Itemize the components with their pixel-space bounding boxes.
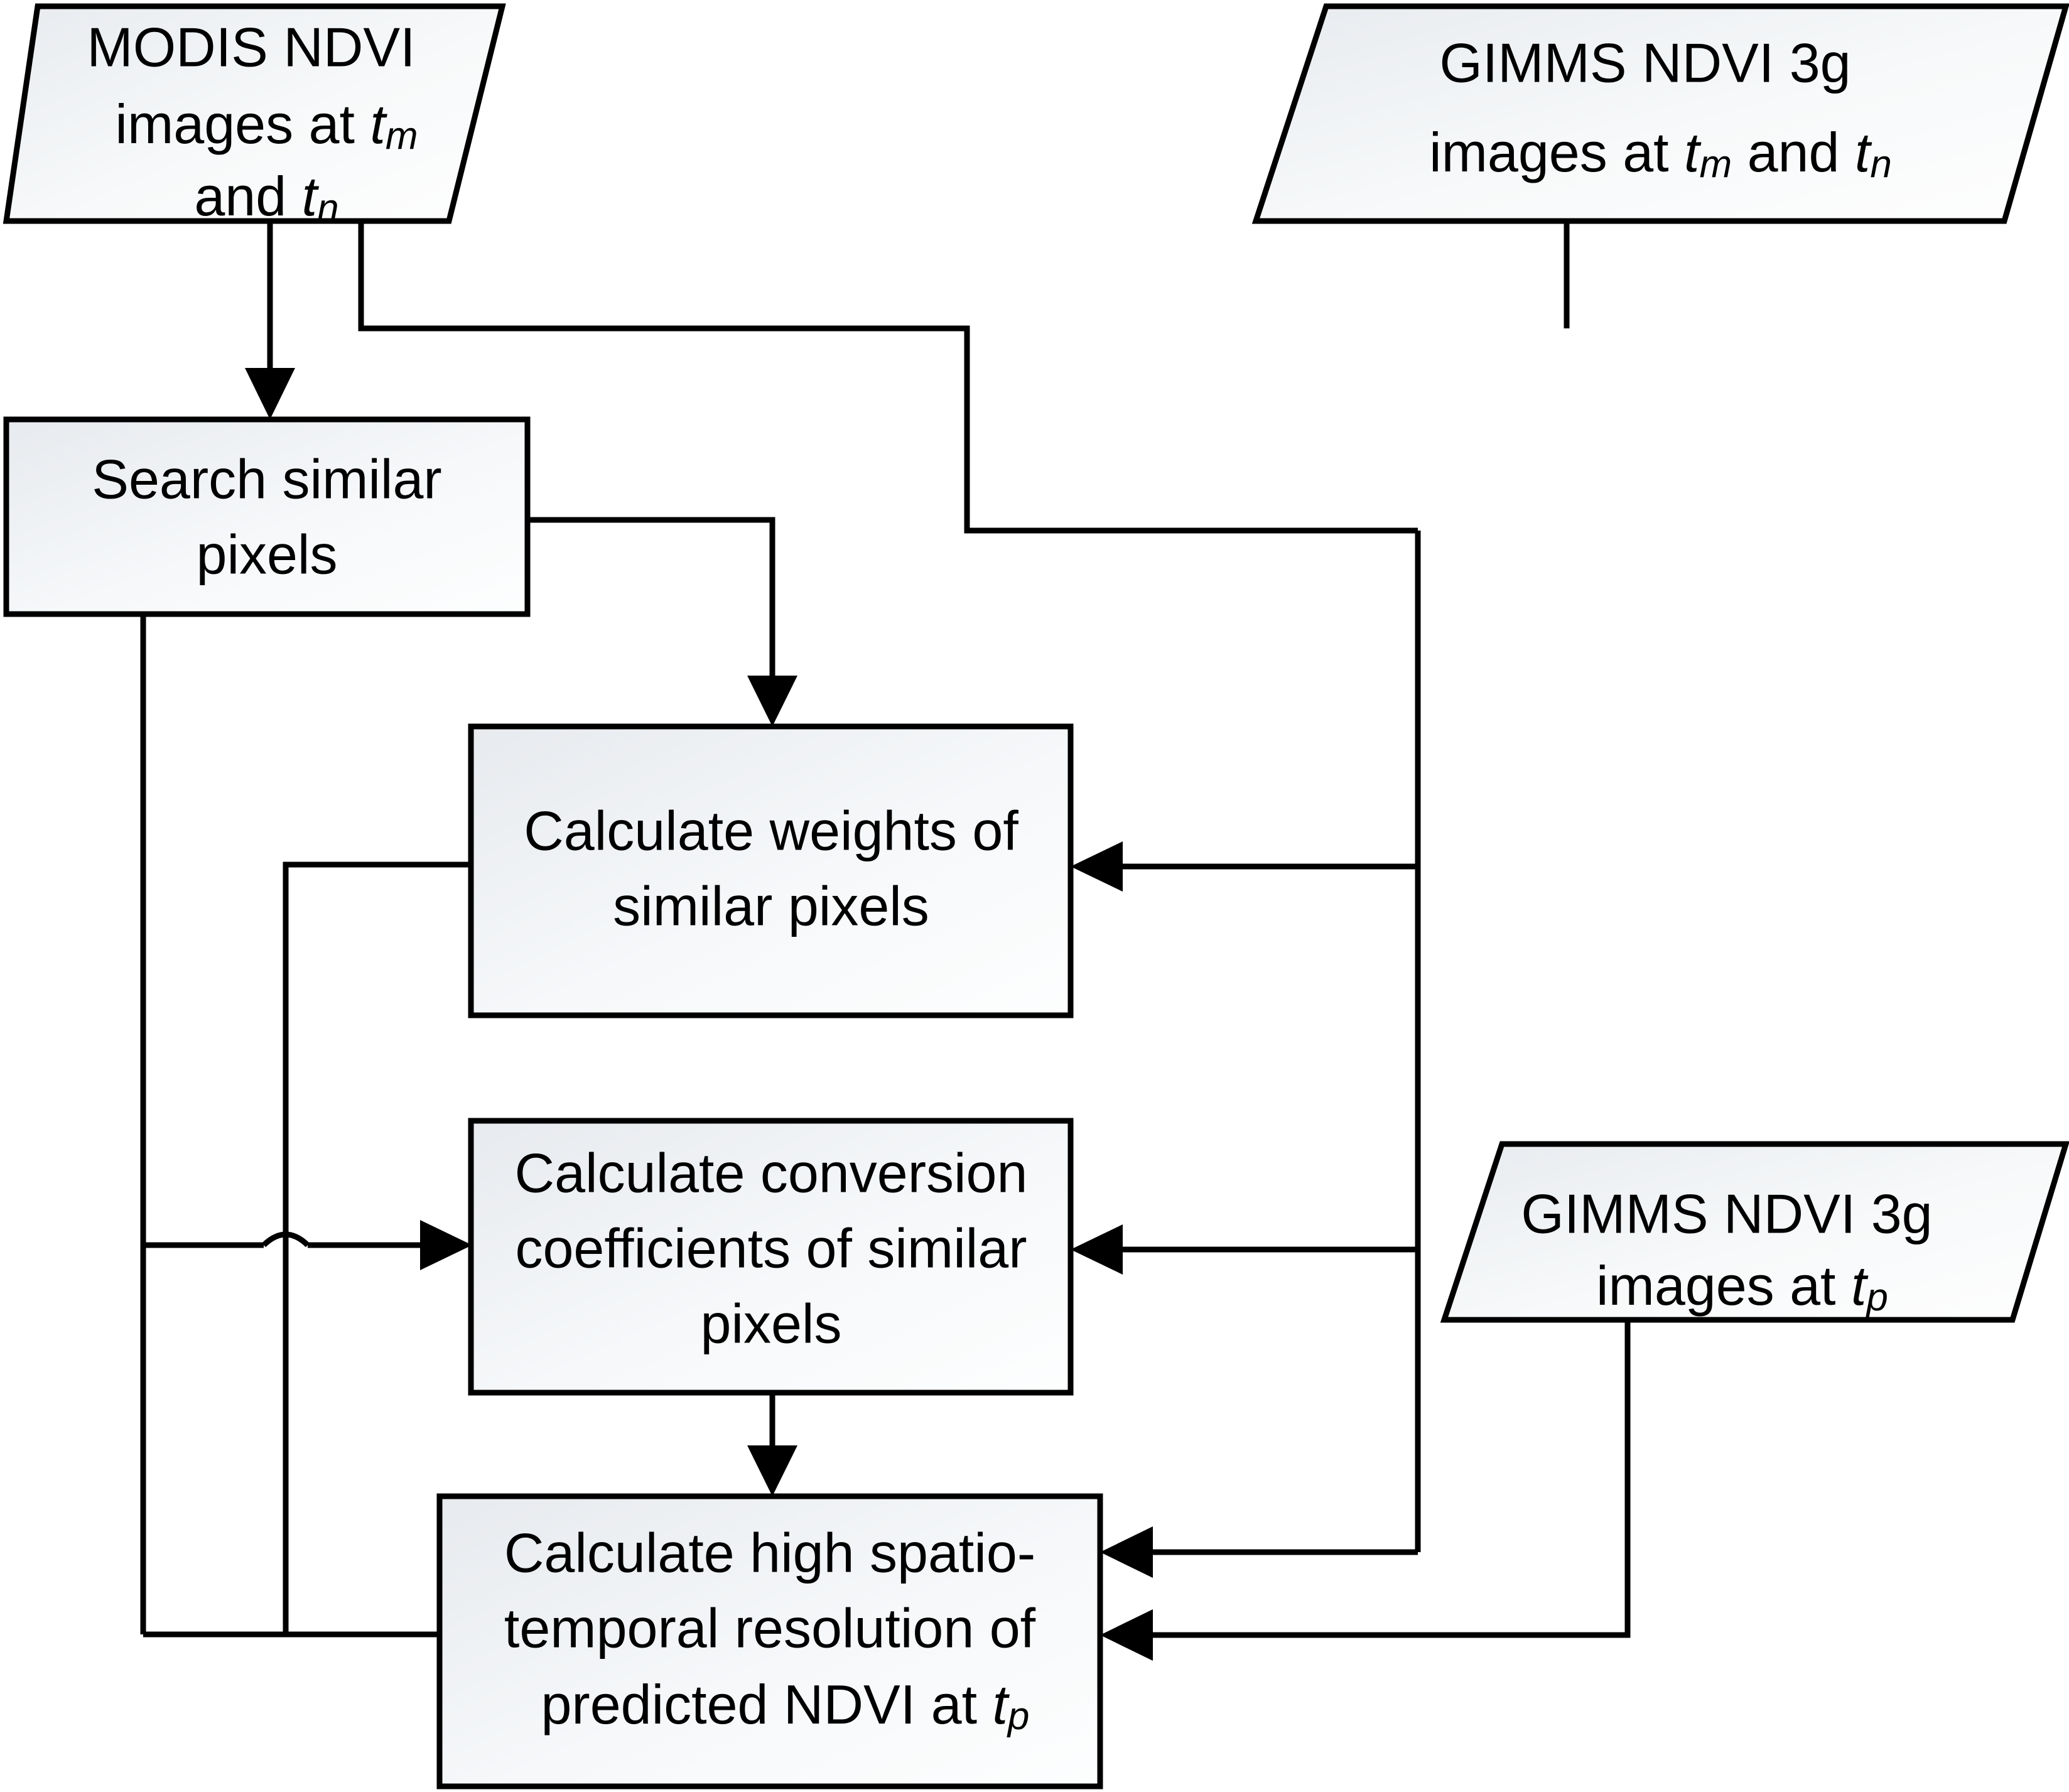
modis-line2-pre: images at bbox=[115, 93, 370, 155]
gimms-mn-line1: GIMMS NDVI 3g bbox=[1439, 31, 1850, 94]
modis-line2: images at tm bbox=[0, 93, 526, 165]
weights-line1: Calculate weights of bbox=[524, 799, 1018, 861]
node-gimms-p-input[interactable]: GIMMS NDVI 3g images at tp bbox=[1440, 1141, 2069, 1327]
gimms-p-line1: GIMMS NDVI 3g bbox=[1521, 1182, 1932, 1244]
edge-right-to-weights bbox=[1071, 841, 1418, 892]
conversion-line1: Calculate conversion bbox=[515, 1142, 1028, 1204]
node-modis-input[interactable]: MODIS NDVI images at tm and tn bbox=[0, 3, 526, 237]
node-calc-weights[interactable]: Calculate weights of similar pixels bbox=[468, 723, 1074, 1018]
edge-modis-to-search bbox=[245, 221, 295, 419]
search-line2: pixels bbox=[197, 523, 338, 585]
edge-search-to-conversion bbox=[143, 1220, 472, 1270]
conversion-line2: coefficients of similar bbox=[515, 1217, 1027, 1279]
node-gimms-mn-input[interactable]: GIMMS NDVI 3g images at tm and tn bbox=[1251, 3, 2069, 224]
edge-right-to-conversion bbox=[1071, 1224, 1418, 1275]
predicted-line3: predicted NDVI at tp bbox=[402, 1673, 1137, 1746]
node-calc-predicted-ndvi[interactable]: Calculate high spatio- temporal resoluti… bbox=[402, 1493, 1137, 1789]
edge-search-to-weights bbox=[527, 517, 797, 726]
edge-gimms-p-to-predicted bbox=[1100, 1320, 1631, 1661]
edge-weights-left-trunk bbox=[283, 861, 471, 1634]
edge-modis-bus bbox=[358, 221, 1418, 534]
search-line1: Search similar bbox=[92, 448, 441, 510]
node-calc-conversion-coefficients[interactable]: Calculate conversion coefficients of sim… bbox=[468, 1118, 1074, 1396]
predicted-line1: Calculate high spatio- bbox=[504, 1521, 1035, 1584]
node-search-similar-pixels[interactable]: Search similar pixels bbox=[3, 416, 531, 617]
conversion-line3: pixels bbox=[701, 1292, 842, 1354]
edge-conversion-to-predicted bbox=[747, 1393, 797, 1496]
modis-line1: MODIS NDVI bbox=[87, 16, 415, 78]
predicted-line2: temporal resolution of bbox=[504, 1597, 1036, 1659]
modis-line3: and tn bbox=[56, 165, 446, 237]
gimms-p-line2: images at tp bbox=[1458, 1255, 1996, 1327]
edge-right-to-predicted bbox=[1100, 1526, 1418, 1578]
weights-line2: similar pixels bbox=[613, 875, 929, 937]
gimms-mn-line2: images at tm and tn bbox=[1291, 121, 1999, 193]
